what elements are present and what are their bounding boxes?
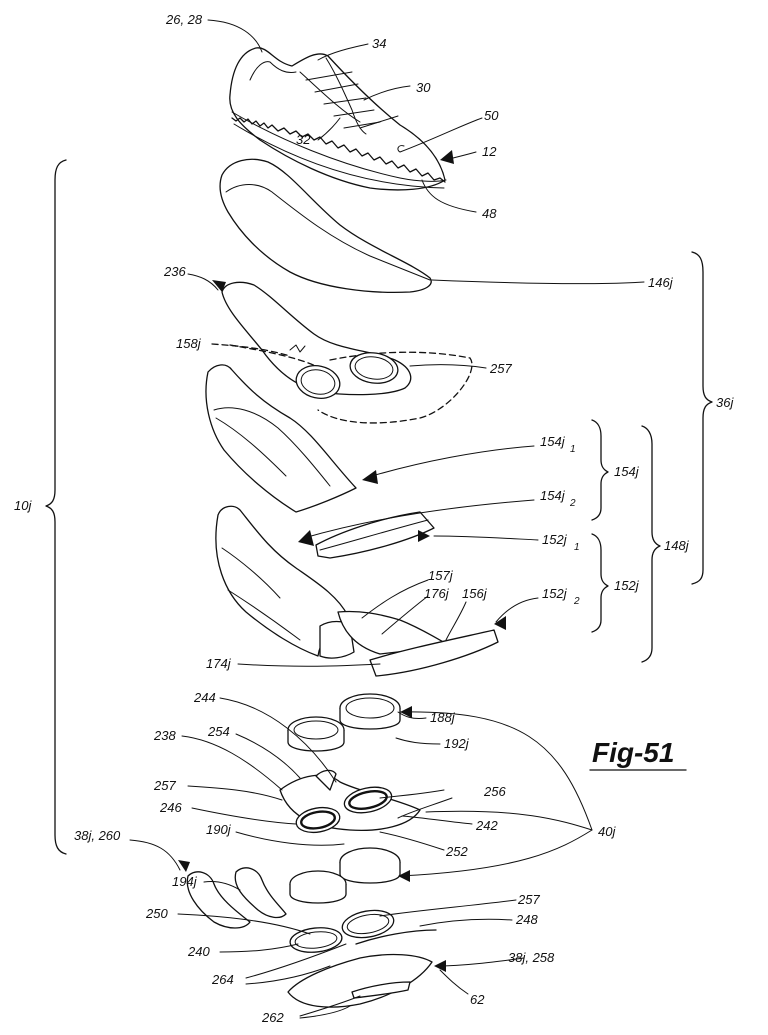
label-32: 32 <box>296 132 311 147</box>
orthotic-194j <box>186 867 287 929</box>
reference-labels: 26, 28 34 30 50 32 12 48 146j 236 158j 2… <box>14 12 734 1025</box>
label-188j: 188j <box>430 710 456 725</box>
label-30: 30 <box>416 80 431 95</box>
label-174j: 174j <box>206 656 232 671</box>
label-236: 236 <box>163 264 186 279</box>
insole-146j <box>219 158 432 293</box>
midsole-152j <box>215 505 499 677</box>
label-148j: 148j <box>664 538 690 553</box>
leader-lines <box>129 19 645 1019</box>
label-238: 238 <box>153 728 176 743</box>
bracket-36j <box>691 251 713 585</box>
label-38j-260: 38j, 260 <box>74 828 121 843</box>
bracket-152j <box>591 533 609 633</box>
label-154j-1-sub: 1 <box>570 444 576 455</box>
label-250: 250 <box>145 906 168 921</box>
label-157j: 157j <box>428 568 454 583</box>
label-252: 252 <box>445 844 468 859</box>
label-48: 48 <box>482 206 497 221</box>
label-38j-258: 38j, 258 <box>508 950 555 965</box>
label-154j-2-sub: 2 <box>569 498 576 509</box>
label-152j-1: 152j <box>542 532 568 547</box>
plate-238 <box>279 769 421 834</box>
label-152j-2-sub: 2 <box>573 596 580 607</box>
label-152j: 152j <box>614 578 640 593</box>
label-264: 264 <box>211 972 234 987</box>
shoe-upper <box>229 47 447 191</box>
label-257-mid: 257 <box>153 778 176 793</box>
label-146j: 146j <box>648 275 674 290</box>
bracket-154j <box>591 419 609 521</box>
bracket-10j <box>45 159 67 855</box>
label-257-bottom: 257 <box>517 892 540 907</box>
label-62: 62 <box>470 992 485 1007</box>
midsole-154j <box>205 364 357 513</box>
label-176j: 176j <box>424 586 450 601</box>
label-192j: 192j <box>444 736 470 751</box>
label-154j: 154j <box>614 464 640 479</box>
footbed-158j <box>221 281 473 424</box>
label-152j-2: 152j <box>542 586 568 601</box>
outsole-262 <box>287 953 433 1008</box>
figure-title: Fig-51 <box>592 737 674 768</box>
label-40j: 40j <box>598 824 616 839</box>
label-154j-1: 154j <box>540 434 566 449</box>
label-10j: 10j <box>14 498 32 513</box>
label-262: 262 <box>261 1010 284 1025</box>
label-248: 248 <box>515 912 538 927</box>
label-50: 50 <box>484 108 499 123</box>
label-257-top: 257 <box>489 361 512 376</box>
label-156j: 156j <box>462 586 488 601</box>
label-190j: 190j <box>206 822 232 837</box>
label-154j-2: 154j <box>540 488 566 503</box>
pads-190j <box>289 847 401 904</box>
label-36j: 36j <box>716 395 734 410</box>
label-242: 242 <box>475 818 498 833</box>
label-26-28: 26, 28 <box>165 12 203 27</box>
label-244: 244 <box>193 690 216 705</box>
label-254: 254 <box>207 724 230 739</box>
label-256: 256 <box>483 784 506 799</box>
outsole-240 <box>289 909 437 953</box>
label-194j: 194j <box>172 874 198 889</box>
label-12: 12 <box>482 144 497 159</box>
label-152j-1-sub: 1 <box>574 542 580 553</box>
label-240: 240 <box>187 944 210 959</box>
bracket-148j <box>641 425 661 663</box>
label-34: 34 <box>372 36 386 51</box>
arrowheads <box>178 150 506 972</box>
label-246: 246 <box>159 800 182 815</box>
cushion-pods <box>287 693 401 752</box>
label-158j: 158j <box>176 336 202 351</box>
